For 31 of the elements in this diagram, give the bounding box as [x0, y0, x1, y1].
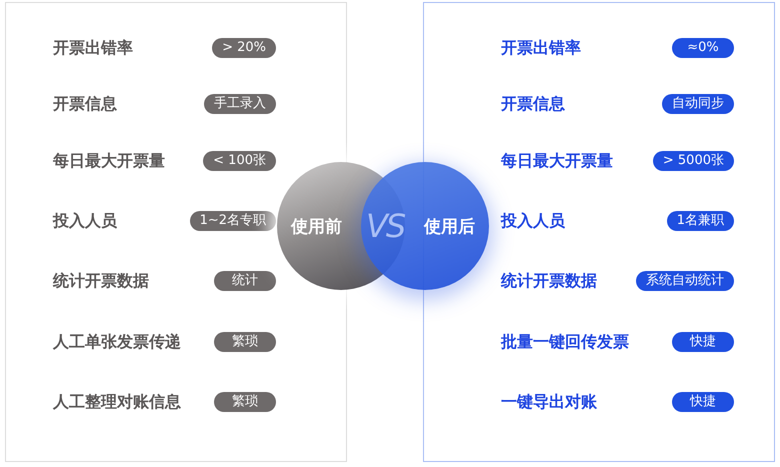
- value-badge: 1名兼职: [666, 211, 734, 231]
- value-badge: 繁琐: [214, 332, 276, 352]
- value-badge: 手工录入: [204, 94, 276, 114]
- value-badge: 1~2名专职: [190, 211, 276, 231]
- row-label: 开票信息: [53, 94, 117, 114]
- value-badge: 自动同步: [662, 94, 734, 114]
- panel-card: [423, 2, 775, 462]
- value-badge: 快捷: [672, 392, 734, 412]
- row-label: 开票信息: [501, 94, 565, 114]
- row-label: 投入人员: [501, 211, 565, 231]
- value-badge: > 5000张: [652, 151, 734, 171]
- row-label: 开票出错率: [501, 38, 581, 58]
- row-label: 人工单张发票传递: [53, 332, 181, 352]
- row-label: 统计开票数据: [501, 271, 597, 291]
- row-label: 统计开票数据: [53, 271, 149, 291]
- row-label: 每日最大开票量: [53, 151, 165, 171]
- row-label: 一键导出对账: [501, 392, 597, 412]
- value-badge: 快捷: [672, 332, 734, 352]
- vs-label: VS: [366, 206, 404, 246]
- row-label: 批量一键回传发票: [501, 332, 629, 352]
- row-label: 投入人员: [53, 211, 117, 231]
- row-label: 人工整理对账信息: [53, 392, 181, 412]
- panel-card: [5, 2, 347, 462]
- value-badge: < 100张: [203, 151, 276, 171]
- value-badge: > 20%: [212, 38, 276, 58]
- value-badge: 统计: [214, 271, 276, 291]
- row-label: 每日最大开票量: [501, 151, 613, 171]
- value-badge: ≈0%: [672, 38, 734, 58]
- value-badge: 繁琐: [214, 392, 276, 412]
- value-badge: 系统自动统计: [636, 271, 734, 291]
- row-label: 开票出错率: [53, 38, 133, 58]
